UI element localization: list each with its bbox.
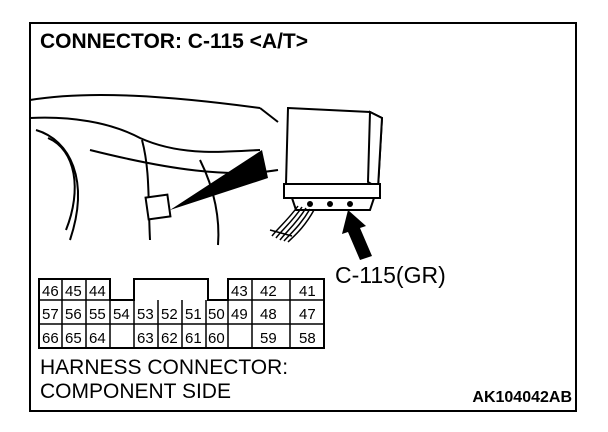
pin-41: 41 — [299, 283, 316, 300]
pin-45: 45 — [65, 283, 82, 300]
pin-44: 44 — [89, 283, 106, 300]
wire-harness — [269, 205, 315, 243]
pin-42: 42 — [260, 283, 277, 300]
dashboard-edge — [259, 107, 279, 123]
connector-callout-label: C-115(GR) — [335, 262, 446, 288]
pin-60: 60 — [208, 330, 225, 347]
ecu-unit — [283, 106, 384, 211]
dashboard-top-line — [30, 93, 261, 109]
pin-64: 64 — [89, 330, 106, 347]
pin-63: 63 — [137, 330, 154, 347]
pin-47: 47 — [299, 306, 316, 323]
harness-connector-diagram: 46 45 44 43 42 41 57 56 55 54 53 52 51 5… — [38, 278, 325, 349]
pin-50: 50 — [208, 306, 225, 323]
caption-harness-connector: HARNESS CONNECTOR: — [40, 356, 289, 379]
pin-58: 58 — [299, 330, 316, 347]
pin-46: 46 — [42, 283, 59, 300]
diagram-title: CONNECTOR: C-115 <A/T> — [40, 30, 309, 53]
pin-59: 59 — [260, 330, 277, 347]
pin-48: 48 — [260, 306, 277, 323]
pin-49: 49 — [231, 306, 248, 323]
pin-65: 65 — [65, 330, 82, 347]
pin-51: 51 — [185, 306, 202, 323]
pin-66: 66 — [42, 330, 59, 347]
dashboard-panel — [141, 139, 151, 241]
ecu-side — [366, 110, 384, 190]
dashboard-vent — [199, 159, 220, 246]
pin-55: 55 — [89, 306, 106, 323]
steering-wheel-inner — [47, 137, 76, 231]
pin-53: 53 — [137, 306, 154, 323]
dashboard-hood — [30, 116, 261, 153]
caption-component-side: COMPONENT SIDE — [40, 380, 231, 403]
dash-connector-box — [144, 193, 172, 221]
pin-56: 56 — [65, 306, 82, 323]
pin-43: 43 — [231, 283, 248, 300]
pin-62: 62 — [161, 330, 178, 347]
pin-54: 54 — [113, 306, 130, 323]
pin-52: 52 — [161, 306, 178, 323]
dashboard-illustration — [30, 93, 384, 260]
pointer-wedge — [170, 150, 268, 210]
diagram-frame — [29, 22, 577, 412]
callout-arrow — [342, 210, 372, 260]
figure-code: AK104042AB — [472, 389, 572, 406]
steering-wheel-outer — [35, 129, 79, 241]
ecu-base — [283, 183, 381, 199]
pin-57: 57 — [42, 306, 59, 323]
pin-61: 61 — [185, 330, 202, 347]
